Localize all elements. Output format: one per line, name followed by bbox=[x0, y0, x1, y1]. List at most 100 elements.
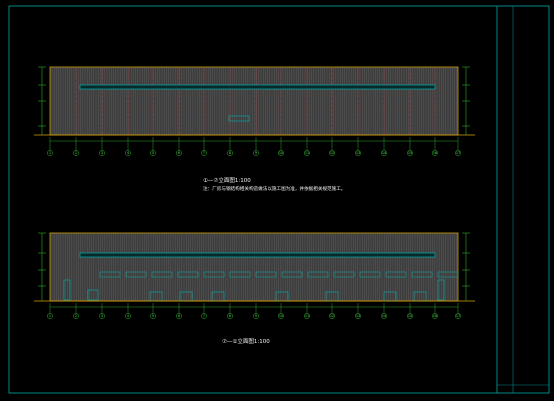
axis-bubble bbox=[455, 150, 461, 156]
column-lines bbox=[75, 68, 436, 134]
axis-bubble bbox=[432, 313, 438, 319]
axis-bubble bbox=[278, 150, 284, 156]
axis-bubble bbox=[381, 150, 387, 156]
axis-label: 1 bbox=[49, 314, 51, 318]
window bbox=[359, 271, 381, 278]
axis-label: 4 bbox=[127, 314, 129, 318]
axis-bubble bbox=[253, 150, 259, 156]
axis-bubble bbox=[432, 150, 438, 156]
axis-bubble bbox=[278, 313, 284, 319]
axis-label: 6 bbox=[178, 314, 180, 318]
axis-bubble bbox=[125, 313, 131, 319]
axis-bubble bbox=[47, 150, 53, 156]
axis-bubble bbox=[176, 150, 182, 156]
axis-label: 7 bbox=[203, 151, 205, 155]
axis-bubble bbox=[407, 313, 413, 319]
level-marks-right-bottom bbox=[462, 232, 470, 301]
elevation-top-note: 注：厂房与钢结构相关构造做法以施工图为准，并依据相关规范施工。 bbox=[203, 185, 345, 192]
door-opening bbox=[437, 279, 445, 301]
window bbox=[385, 271, 407, 278]
window-row-bottom bbox=[99, 271, 459, 278]
wall-panel-bottom bbox=[49, 232, 459, 302]
axis-label: 15 bbox=[408, 151, 412, 155]
axis-label: 3 bbox=[101, 151, 103, 155]
axis-bubble bbox=[355, 150, 361, 156]
axis-label: 17 bbox=[456, 151, 460, 155]
axis-bubble bbox=[227, 150, 233, 156]
axis-bubble bbox=[455, 313, 461, 319]
axis-label: 11 bbox=[305, 314, 309, 318]
elevation-top-title: ①—⑦立面图1:100 bbox=[203, 176, 251, 184]
axis-bubble bbox=[99, 313, 105, 319]
axis-label: 14 bbox=[382, 151, 386, 155]
wall-cladding-lines bbox=[51, 233, 457, 301]
axis-label: 6 bbox=[178, 151, 180, 155]
axis-label: 9 bbox=[255, 151, 257, 155]
axis-label: 14 bbox=[382, 314, 386, 318]
window bbox=[151, 271, 173, 278]
axis-label: 11 bbox=[305, 151, 309, 155]
axis-bubble bbox=[73, 313, 79, 319]
axis-label: 13 bbox=[356, 314, 360, 318]
window bbox=[99, 271, 121, 278]
window bbox=[125, 271, 147, 278]
axis-label: 2 bbox=[75, 314, 77, 318]
window bbox=[255, 271, 277, 278]
axis-bubble bbox=[73, 150, 79, 156]
axis-label: 17 bbox=[456, 314, 460, 318]
window bbox=[177, 271, 199, 278]
axis-bubble bbox=[407, 150, 413, 156]
skylight-band-top bbox=[79, 84, 436, 90]
axis-label: 5 bbox=[152, 314, 154, 318]
level-marks-right-top bbox=[462, 66, 470, 135]
axis-label: 3 bbox=[101, 314, 103, 318]
axis-bubble bbox=[381, 313, 387, 319]
level-marks-left-top bbox=[38, 66, 46, 135]
axis-label: 16 bbox=[433, 314, 437, 318]
axis-bubble bbox=[355, 313, 361, 319]
axis-label: 16 bbox=[433, 151, 437, 155]
wall-panel-top bbox=[49, 66, 459, 136]
window bbox=[307, 271, 329, 278]
axis-bubble bbox=[99, 150, 105, 156]
axis-bubble bbox=[329, 313, 335, 319]
axis-label: 12 bbox=[330, 314, 334, 318]
axis-bubble bbox=[201, 313, 207, 319]
axis-label: 15 bbox=[408, 314, 412, 318]
axis-label: 2 bbox=[75, 151, 77, 155]
axis-bubble bbox=[227, 313, 233, 319]
axis-label: 9 bbox=[255, 314, 257, 318]
elevation-bottom-title: ⑦—①立面图1:100 bbox=[222, 337, 270, 345]
axis-label: 12 bbox=[330, 151, 334, 155]
axis-label: 10 bbox=[279, 314, 283, 318]
axis-bubble bbox=[253, 313, 259, 319]
skylight-band-bottom bbox=[79, 252, 436, 258]
axis-bubble bbox=[176, 313, 182, 319]
sheet-border bbox=[8, 5, 550, 394]
window bbox=[281, 271, 303, 278]
axis-bubble bbox=[304, 313, 310, 319]
axis-label: 7 bbox=[203, 314, 205, 318]
axis-bubble bbox=[304, 150, 310, 156]
axis-label: 8 bbox=[229, 151, 231, 155]
axis-label: 5 bbox=[152, 151, 154, 155]
axis-bubble bbox=[150, 150, 156, 156]
axis-bubble bbox=[150, 313, 156, 319]
axis-label: 13 bbox=[356, 151, 360, 155]
level-marks-left-bottom bbox=[38, 232, 46, 301]
window bbox=[411, 271, 433, 278]
window bbox=[229, 271, 251, 278]
vent-box-top bbox=[228, 115, 250, 122]
axis-label: 8 bbox=[229, 314, 231, 318]
axis-label: 4 bbox=[127, 151, 129, 155]
axis-bubble bbox=[125, 150, 131, 156]
door-opening bbox=[63, 279, 71, 301]
door-opening bbox=[87, 289, 99, 301]
axis-bubble bbox=[201, 150, 207, 156]
axis-label: 1 bbox=[49, 151, 51, 155]
window bbox=[203, 271, 225, 278]
